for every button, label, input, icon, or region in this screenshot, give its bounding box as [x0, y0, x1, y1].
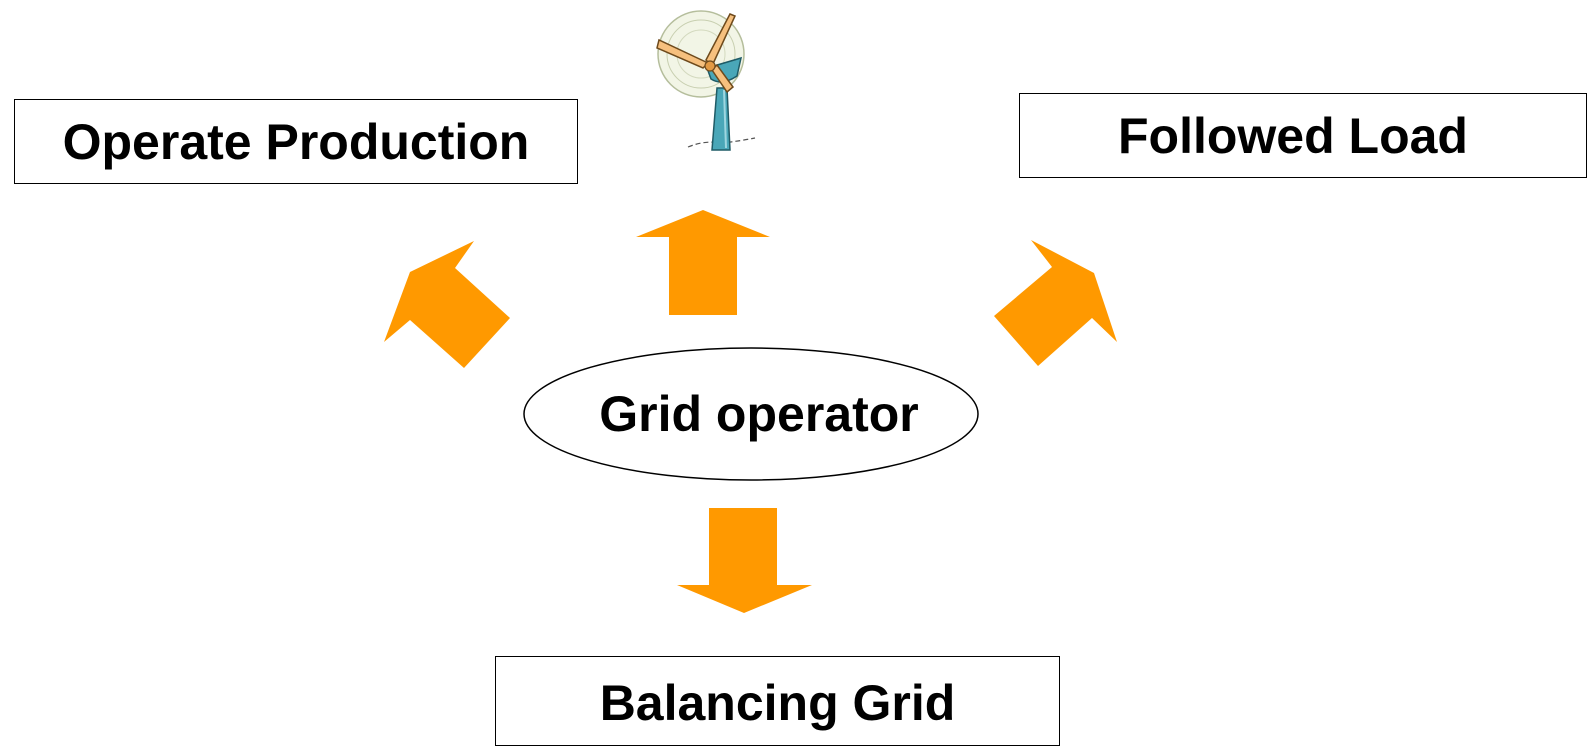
- arrow-up-left: [384, 241, 510, 368]
- arrow-down: [677, 508, 812, 613]
- grid-operator-ellipse: [523, 347, 979, 481]
- followed-load-box: Followed Load: [1019, 93, 1587, 178]
- operate-production-label: Operate Production: [62, 113, 530, 170]
- followed-load-label: Followed Load: [1118, 107, 1468, 164]
- arrow-up-right: [994, 240, 1117, 366]
- balancing-grid-label: Balancing Grid: [599, 675, 956, 731]
- wind-turbine-icon: [656, 10, 756, 151]
- grid-operator-label: Grid operator: [599, 386, 919, 442]
- arrow-up: [636, 210, 770, 315]
- operate-production-box: Operate Production: [14, 99, 578, 184]
- balancing-grid-box: Balancing Grid: [495, 656, 1060, 746]
- grid-operator-node: Grid operator: [522, 346, 980, 482]
